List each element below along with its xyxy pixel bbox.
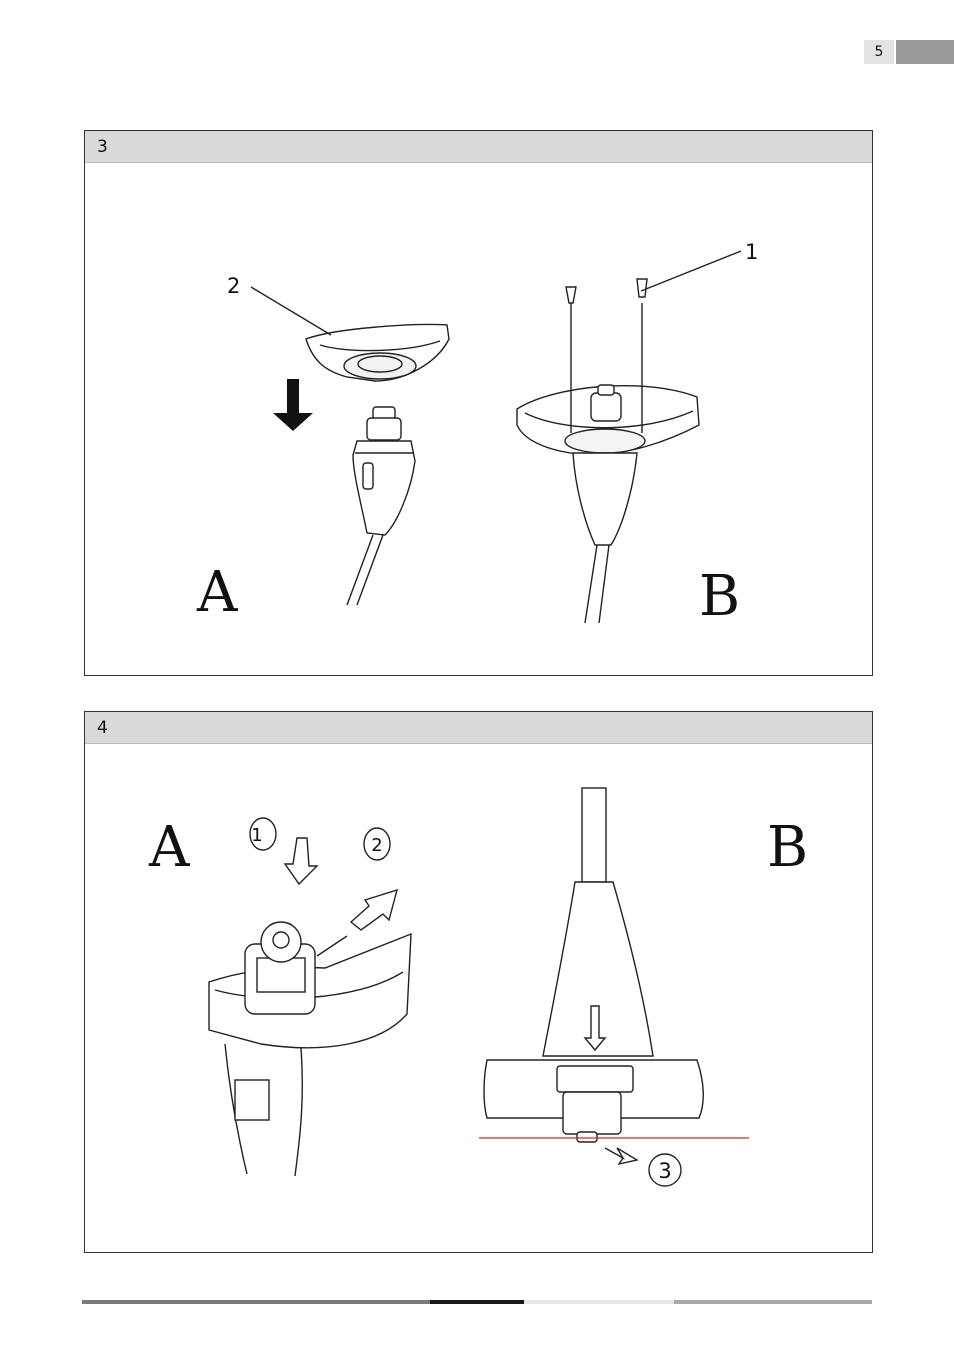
figure-3-illustration: 2 1 A B xyxy=(85,163,872,675)
step-1-number: 1 xyxy=(251,825,262,846)
callout-3: 3 xyxy=(658,1159,671,1183)
view-label-b: B xyxy=(767,815,808,880)
callout-1: 1 xyxy=(745,240,758,264)
page-number: 5 xyxy=(864,40,894,64)
view-label-b: B xyxy=(699,564,740,629)
figure-4-number: 4 xyxy=(85,712,872,744)
footer-bar-segment-2 xyxy=(430,1300,524,1304)
trimmer-assembled-b xyxy=(517,279,699,623)
view-label-a: A xyxy=(148,815,190,880)
arrow-down-icon xyxy=(273,379,313,431)
guard-rotated-a xyxy=(209,922,411,1176)
arrow-callout-3-icon xyxy=(605,1148,637,1164)
callout-2: 2 xyxy=(227,274,240,298)
callout-line-2 xyxy=(251,287,331,335)
callout-line-1 xyxy=(641,251,741,291)
trimmer-vertical-b xyxy=(484,788,703,1142)
figure-3-number: 3 xyxy=(85,131,872,163)
step-2-number: 2 xyxy=(371,835,382,856)
page-tab-marker xyxy=(896,40,954,64)
arrow-step-1-icon xyxy=(285,838,317,884)
figure-4-panel: 4 xyxy=(84,711,873,1253)
figure-3-panel: 3 xyxy=(84,130,873,676)
view-label-a: A xyxy=(196,560,238,625)
figure-4-illustration: 1 2 3 A B xyxy=(85,744,872,1252)
footer-bar-segment-1 xyxy=(82,1300,430,1304)
footer-bar-segment-3 xyxy=(524,1300,674,1304)
arrow-step-2-icon xyxy=(351,890,397,930)
motor-head-a xyxy=(347,407,415,605)
footer-bar-segment-4 xyxy=(674,1300,872,1304)
